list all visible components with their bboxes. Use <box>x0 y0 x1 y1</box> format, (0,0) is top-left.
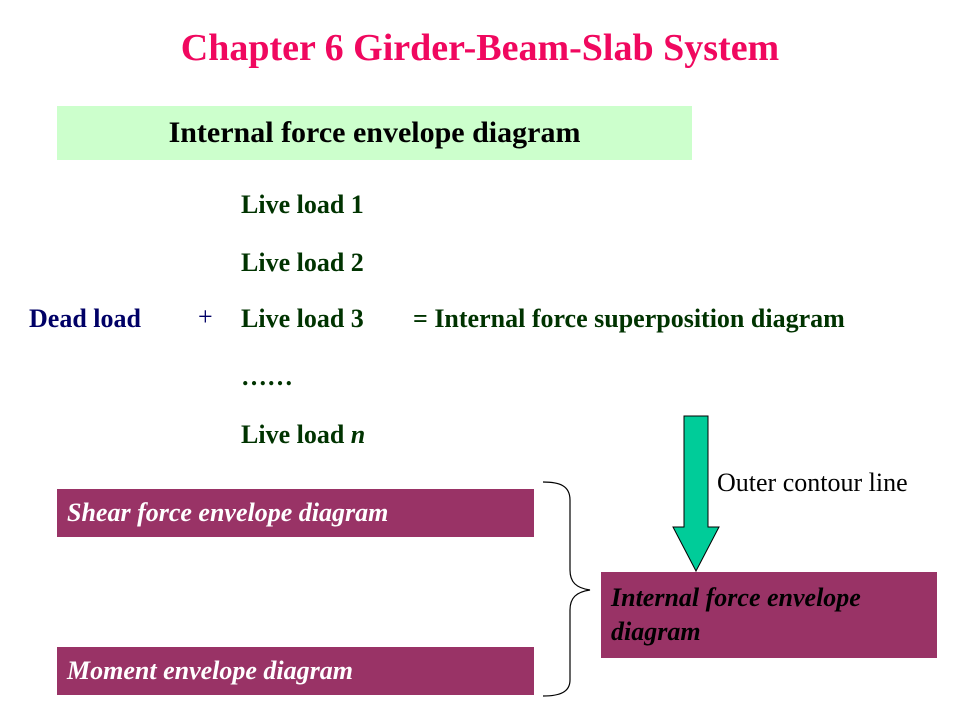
superposition-result: = Internal force superposition diagram <box>413 304 845 333</box>
plus-operator: + <box>198 302 213 331</box>
live-load-3: Live load 3 <box>241 304 364 333</box>
envelope-text-line1: Internal force envelope <box>611 583 861 612</box>
live-load-n: Live load n <box>241 420 365 450</box>
internal-force-envelope-box: Internal force envelope diagram <box>601 572 937 658</box>
live-load-1: Live load 1 <box>241 190 364 219</box>
live-load-n-var: n <box>350 420 366 449</box>
live-load-2: Live load 2 <box>241 248 364 277</box>
slide-title: Chapter 6 Girder-Beam-Slab System <box>180 27 780 69</box>
curly-brace-icon <box>542 481 591 697</box>
outer-contour-label: Outer contour line <box>717 468 908 497</box>
ellipsis: …… <box>241 362 293 391</box>
live-load-n-prefix: Live load <box>241 420 351 449</box>
shear-envelope-text: Shear force envelope diagram <box>67 498 389 527</box>
down-arrow-icon <box>672 415 720 573</box>
dead-load-label: Dead load <box>29 304 141 333</box>
envelope-text-line2: diagram <box>611 617 701 646</box>
shear-envelope-box: Shear force envelope diagram <box>57 489 534 537</box>
moment-envelope-box: Moment envelope diagram <box>57 647 534 695</box>
subtitle-text: Internal force envelope diagram <box>168 116 581 149</box>
subtitle-banner: Internal force envelope diagram <box>57 106 692 160</box>
moment-envelope-text: Moment envelope diagram <box>67 656 353 685</box>
